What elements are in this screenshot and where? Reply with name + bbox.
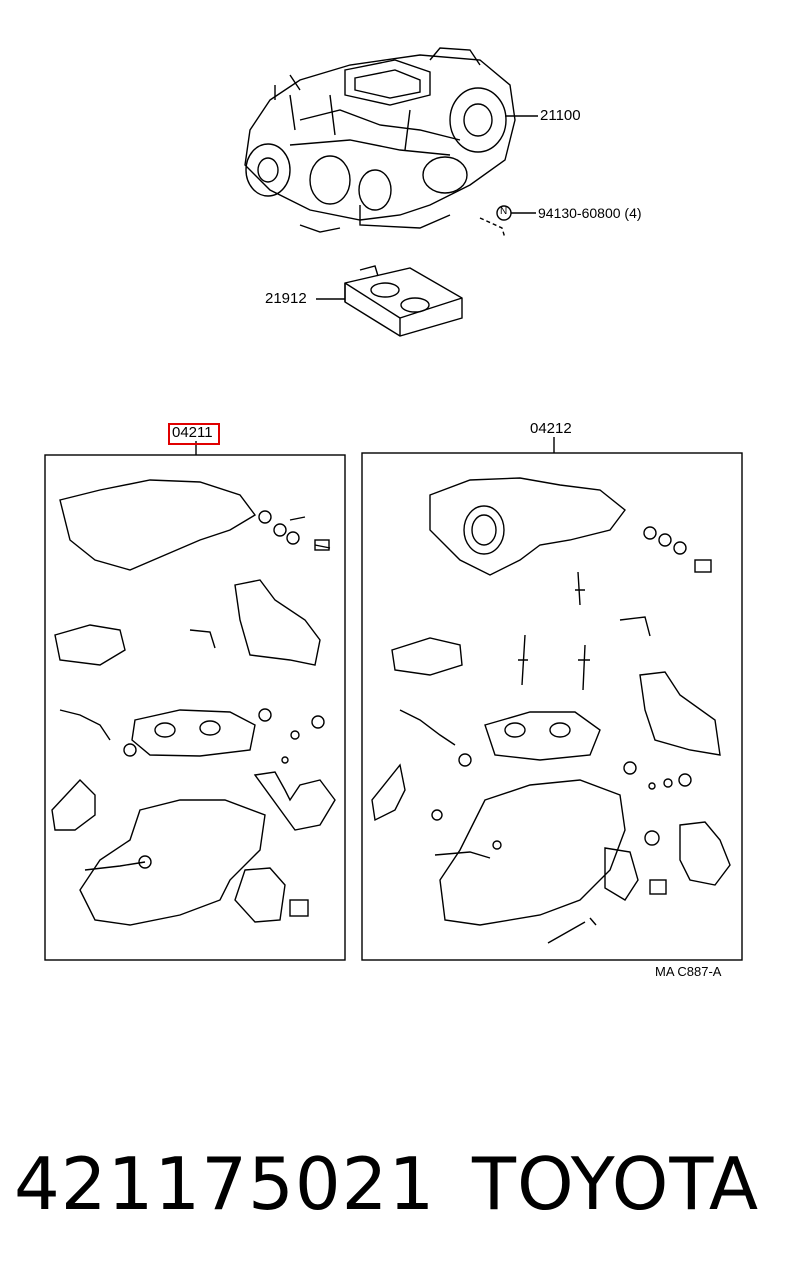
carburetor-drawing: [244, 47, 516, 233]
kit-right-frame: [361, 452, 743, 961]
highlighted-callout-box: [168, 423, 220, 445]
footer-brand: TOYOTA: [472, 1142, 760, 1226]
gasket-drawing: [344, 265, 463, 337]
callout-nut-part-number[interactable]: 94130-60800 (4): [538, 205, 642, 221]
figure-code: MA C887-A: [655, 964, 722, 979]
callout-carburetor-part-number[interactable]: 21100: [540, 107, 581, 124]
kit-left-frame: [44, 454, 346, 961]
callout-kit-left-part-number[interactable]: 04211: [172, 424, 213, 441]
kit-left-parts: [51, 479, 336, 926]
callout-kit-right-part-number[interactable]: 04212: [530, 420, 572, 437]
callout-gasket-part-number[interactable]: 21912: [265, 290, 307, 307]
nut-symbol-letter: N: [500, 206, 508, 217]
footer-part-number: 421175021: [14, 1142, 436, 1226]
kit-right-parts: [371, 477, 731, 944]
